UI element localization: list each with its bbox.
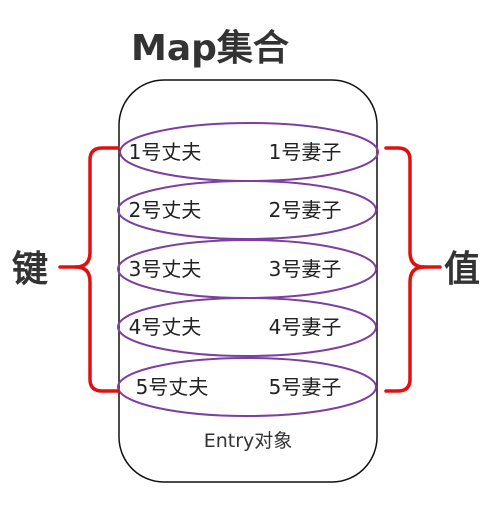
entry-key: 1号丈夫	[129, 140, 202, 164]
entry-ellipse	[117, 357, 377, 417]
entry-value: 5号妻子	[269, 375, 342, 399]
entries-group: 1号丈夫 1号妻子 2号丈夫 2号妻子 3号丈夫 3号妻子 4号丈夫 4号妻子 …	[117, 122, 379, 417]
key-label: 键	[12, 249, 48, 290]
entry-key: 3号丈夫	[129, 257, 202, 281]
entry-ellipse	[117, 297, 377, 357]
map-container	[118, 79, 378, 483]
entry-value: 3号妻子	[269, 257, 342, 281]
entry-value: 4号妻子	[269, 315, 342, 339]
diagram-title: Map集合	[131, 28, 289, 69]
value-brace	[384, 146, 426, 393]
entry-key: 2号丈夫	[129, 198, 202, 222]
key-brace	[74, 146, 120, 393]
entry-value: 2号妻子	[269, 198, 342, 222]
value-label: 值	[444, 249, 480, 290]
entry-object-label: Entry对象	[204, 430, 293, 452]
entry-key: 5号丈夫	[136, 375, 209, 399]
entry-value: 1号妻子	[269, 140, 342, 164]
entry-key: 4号丈夫	[129, 315, 202, 339]
